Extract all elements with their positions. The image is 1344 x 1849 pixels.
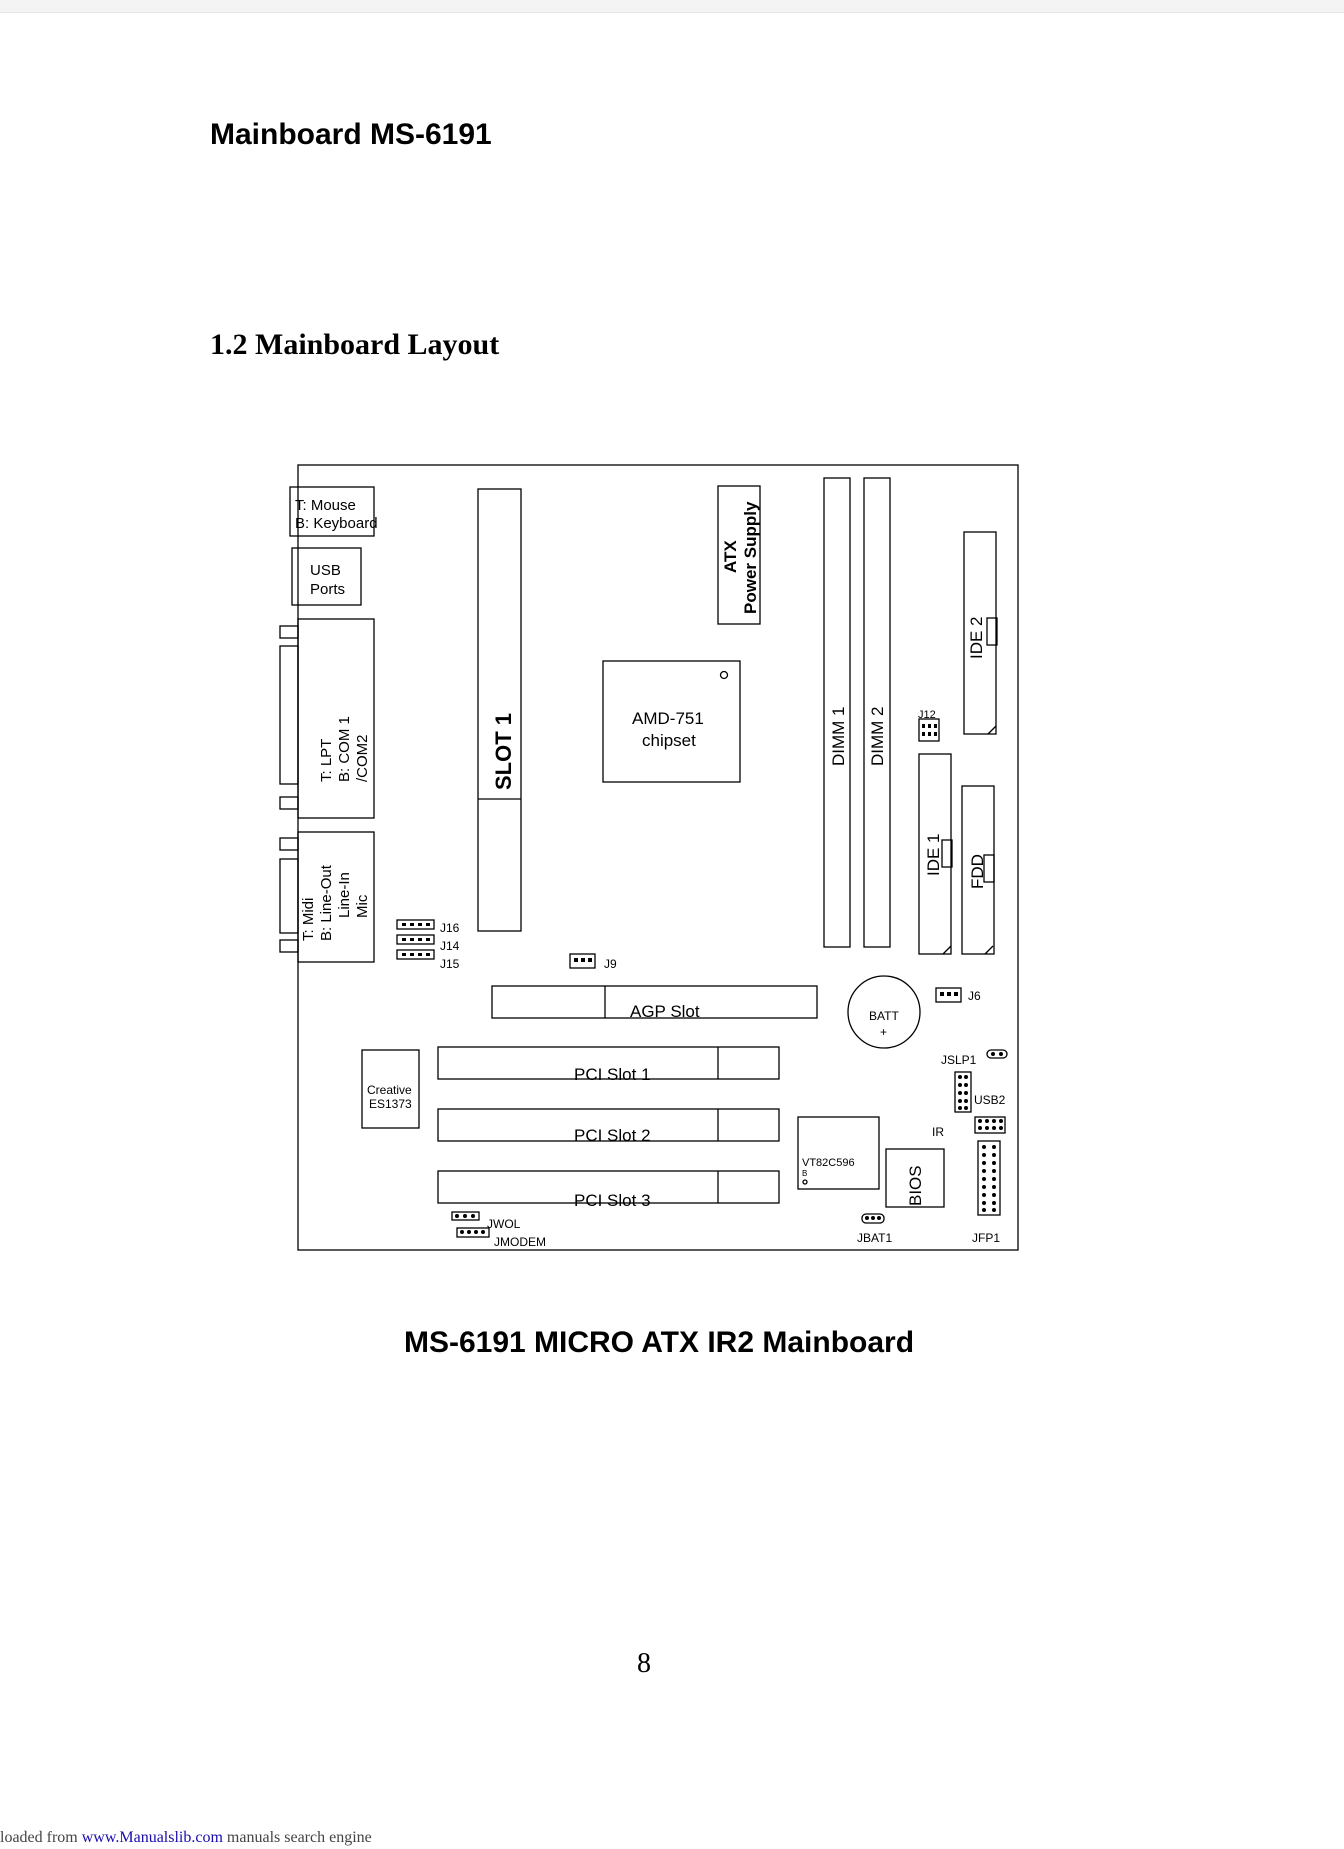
board-outline [297, 464, 1019, 1251]
jmodem-label: JMODEM [494, 1235, 546, 1249]
pci-slot-1-label: PCI Slot 1 [574, 1065, 651, 1084]
line-in-label: Line-In [336, 872, 353, 918]
audio-tab-1 [279, 837, 299, 851]
page-number: 8 [637, 1648, 651, 1679]
lpt-tab-1 [279, 625, 299, 639]
mic-label: Mic [354, 894, 371, 918]
j12-jumper [918, 718, 940, 742]
agp-label: AGP Slot [630, 1002, 700, 1021]
ide1-label: IDE 1 [924, 833, 943, 876]
usb-ports-label-2: Ports [310, 581, 345, 598]
chipset-pin1-marker [719, 670, 729, 680]
ps2-connector [289, 486, 375, 537]
atx-power-connector [717, 485, 761, 625]
jbat1-jumper [861, 1213, 885, 1224]
bios-label: BIOS [906, 1165, 925, 1206]
creative-label-2: ES1373 [369, 1097, 412, 1111]
atx-label: ATX [721, 540, 740, 573]
dimm2-slot [863, 477, 891, 948]
usb-ports-label-1: USB [310, 562, 341, 579]
footer: loaded from www.Manualslib.com manuals s… [0, 1829, 372, 1847]
j9-label: J9 [604, 957, 617, 971]
pci-slot-3 [437, 1170, 780, 1204]
ps2-label-bottom: B: Keyboard [295, 515, 378, 532]
bios-chip [885, 1148, 945, 1208]
j16-header [396, 919, 435, 930]
footer-link[interactable]: www.Manualslib.com [81, 1829, 223, 1846]
jfp1-label: JFP1 [972, 1231, 1000, 1245]
j6-connector [935, 987, 962, 1003]
document-header: Mainboard MS-6191 [210, 118, 492, 151]
jslp1-label: JSLP1 [941, 1053, 977, 1067]
ide2-label: IDE 2 [967, 616, 986, 659]
agp-slot [491, 985, 818, 1019]
slot1-label: SLOT 1 [491, 713, 516, 790]
creative-es1373-chip [361, 1049, 420, 1129]
amd751-chipset [602, 660, 741, 783]
ps2-label-top: T: Mouse [295, 497, 356, 514]
jfp1-header [977, 1140, 1001, 1216]
jslp1-header [986, 1049, 1008, 1059]
ide1-connector [918, 753, 952, 955]
vt82c596-southbridge [797, 1116, 880, 1190]
j14-header [396, 934, 435, 945]
midi-label: T: Midi [300, 898, 317, 941]
pci-slot-2 [437, 1108, 780, 1142]
usb-ports-connector [291, 547, 362, 606]
lpt-tab-2 [279, 645, 299, 785]
dimm1-slot [823, 477, 851, 948]
dimm1-label: DIMM 1 [829, 707, 848, 767]
usb2-label: USB2 [974, 1093, 1006, 1107]
j6-label: J6 [968, 989, 981, 1003]
slot1-connector [477, 488, 522, 932]
battery [847, 975, 921, 1049]
battery-plus-label: + [880, 1025, 887, 1039]
jmodem-header [456, 1227, 490, 1238]
j12-label: J12 [918, 709, 936, 721]
viewer-top-bar [0, 0, 1344, 13]
com2-label: /COM2 [354, 734, 371, 782]
power-supply-label: Power Supply [741, 501, 760, 614]
battery-label: BATT [869, 1009, 899, 1023]
pci-slot-3-label: PCI Slot 3 [574, 1191, 651, 1210]
southbridge-label: VT82C596 [802, 1157, 855, 1169]
creative-label-1: Creative [367, 1083, 412, 1097]
chipset-label-2: chipset [642, 731, 696, 750]
chipset-label-1: AMD-751 [632, 709, 704, 728]
ir-header [974, 1116, 1006, 1134]
footer-prefix: loaded from [0, 1829, 82, 1846]
lpt-tab-3 [279, 796, 299, 810]
j9-connector [569, 953, 596, 969]
usb2-header [954, 1071, 972, 1113]
jwol-label: JWOL [487, 1217, 521, 1231]
pci-slot-1 [437, 1046, 780, 1080]
pci-slot-2-label: PCI Slot 2 [574, 1126, 651, 1145]
jwol-header [451, 1211, 480, 1221]
com1-label: B: COM 1 [336, 716, 353, 782]
dimm2-label: DIMM 2 [868, 707, 887, 767]
j15-header [396, 949, 435, 960]
line-out-label: B: Line-Out [318, 864, 335, 941]
figure-caption: MS-6191 MICRO ATX IR2 Mainboard [403, 1326, 915, 1359]
audio-tab-2 [279, 858, 299, 934]
ide2-connector [963, 531, 997, 735]
footer-suffix: manuals search engine [222, 1829, 372, 1846]
lpt-label: T: LPT [318, 739, 335, 782]
ir-label: IR [932, 1125, 944, 1139]
jbat1-label: JBAT1 [857, 1231, 892, 1245]
audio-tab-3 [279, 939, 299, 953]
j15-label: J15 [440, 957, 460, 971]
fdd-label: FDD [968, 854, 987, 889]
section-title: 1.2 Mainboard Layout [210, 328, 500, 361]
southbridge-mark: B [802, 1169, 807, 1178]
j16-label: J16 [440, 921, 460, 935]
j14-label: J14 [440, 939, 460, 953]
